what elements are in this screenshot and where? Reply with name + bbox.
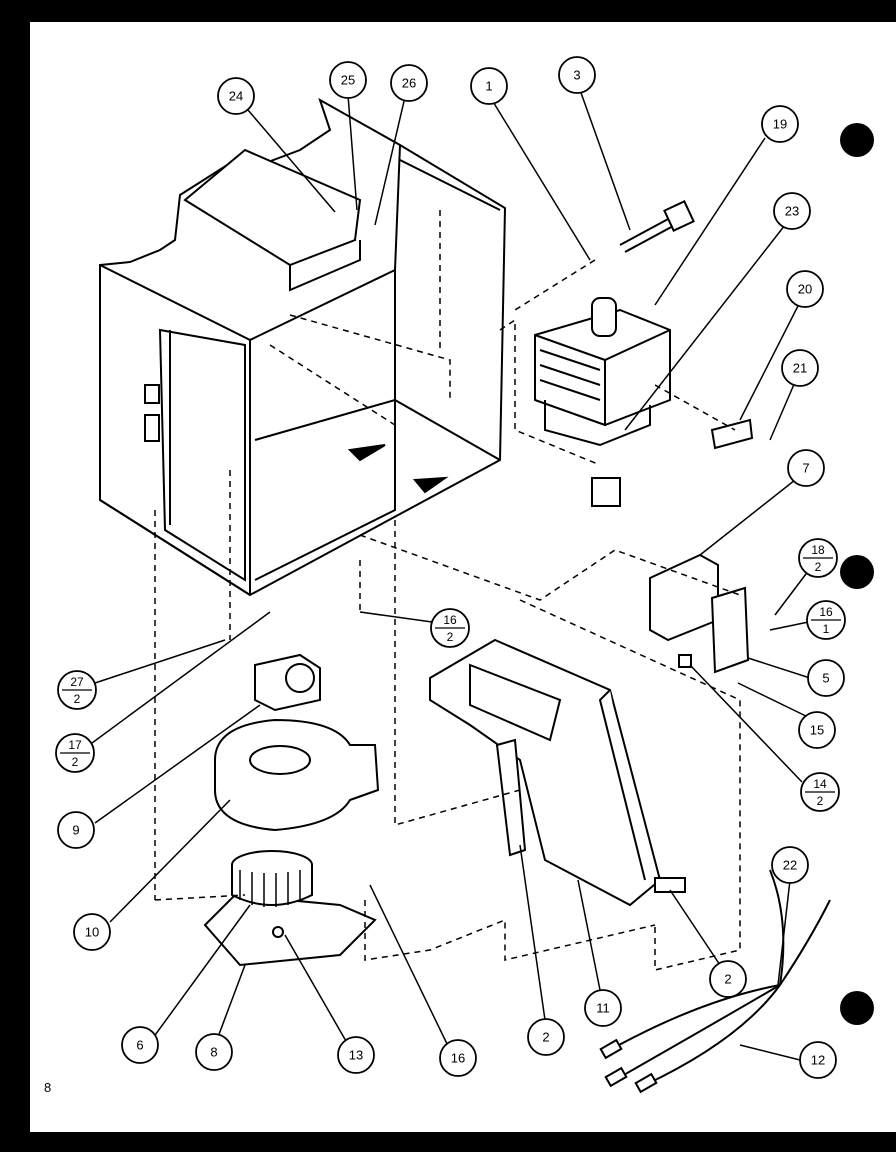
fraction-bottom: 2	[817, 794, 824, 808]
callout-label: 6	[136, 1038, 143, 1053]
air-duct	[429, 638, 686, 907]
callout-label: 2	[542, 1030, 549, 1045]
callout-label: 16	[451, 1051, 465, 1066]
control-bracket	[649, 553, 750, 674]
callout-23: 23	[773, 192, 811, 230]
wire-harness	[599, 869, 831, 1094]
callout-16: 16	[439, 1039, 477, 1077]
fraction-bottom: 2	[74, 692, 81, 706]
fraction-top: 17	[68, 738, 82, 752]
fraction-bottom: 1	[823, 622, 830, 636]
callout-label: 3	[573, 68, 580, 83]
callout-6: 6	[121, 1026, 159, 1064]
registration-dot	[840, 555, 874, 589]
fraction-top: 16	[819, 605, 833, 619]
fraction-callout-16-1: 161	[806, 600, 846, 640]
callout-label: 21	[793, 361, 807, 376]
callout-label: 8	[210, 1045, 217, 1060]
callout-10: 10	[73, 913, 111, 951]
callout-label: 12	[811, 1053, 825, 1068]
callout-label: 20	[798, 282, 812, 297]
callout-1: 1	[470, 67, 508, 105]
registration-dot	[840, 991, 874, 1025]
callout-label: 26	[402, 76, 416, 91]
callout-15: 15	[798, 711, 836, 749]
callout-5: 5	[807, 659, 845, 697]
callout-label: 5	[822, 671, 829, 686]
callout-label: 19	[773, 117, 787, 132]
fraction-callout-17-2: 172	[55, 733, 95, 773]
fraction-bottom: 2	[72, 755, 79, 769]
power-cord-plug	[619, 200, 695, 253]
fraction-callout-14-2: 142	[800, 772, 840, 812]
callout-label: 25	[341, 73, 355, 88]
thermal-cutout	[591, 477, 621, 507]
fan-housing	[214, 718, 380, 832]
callout-label: 24	[229, 89, 243, 104]
callout-20: 20	[786, 270, 824, 308]
callout-2-right: 2	[709, 960, 747, 998]
blower-wheel	[203, 850, 377, 967]
callout-label: 9	[72, 823, 79, 838]
callout-label: 13	[349, 1048, 363, 1063]
callout-22: 22	[771, 846, 809, 884]
callout-9: 9	[57, 811, 95, 849]
fraction-top: 16	[443, 613, 457, 627]
callout-19: 19	[761, 105, 799, 143]
callout-12: 12	[799, 1041, 837, 1079]
callout-label: 22	[783, 858, 797, 873]
callout-13: 13	[337, 1036, 375, 1074]
cabinet-frame	[99, 97, 507, 597]
callout-label: 23	[785, 204, 799, 219]
callout-label: 11	[596, 1001, 610, 1016]
assembly-lines	[154, 210, 741, 971]
registration-dot	[840, 123, 874, 157]
callout-label: 10	[85, 925, 99, 940]
leader-lines	[91, 89, 819, 1061]
fraction-callout-27-2: 272	[57, 670, 97, 710]
fan-motor	[254, 653, 321, 712]
callout-24: 24	[217, 77, 255, 115]
callout-label: 7	[802, 461, 809, 476]
callout-26: 26	[390, 64, 428, 102]
page-number: 8	[44, 1080, 52, 1095]
callout-label: 15	[810, 723, 824, 738]
fraction-bottom: 2	[447, 630, 454, 644]
callout-8: 8	[195, 1033, 233, 1071]
fraction-bottom: 2	[815, 560, 822, 574]
fraction-callout-18-2: 182	[798, 538, 838, 578]
fraction-top: 18	[811, 543, 825, 557]
callout-2-left: 2	[527, 1018, 565, 1056]
callout-label: 2	[724, 972, 731, 987]
magnetron	[534, 297, 671, 447]
callout-11: 11	[584, 989, 622, 1027]
fraction-callout-16-2: 162	[430, 608, 470, 648]
fraction-top: 14	[813, 777, 827, 791]
fraction-top: 27	[70, 675, 84, 689]
callout-21: 21	[781, 349, 819, 387]
fuse-holder	[710, 418, 754, 450]
callout-label: 1	[485, 79, 492, 94]
callout-7: 7	[787, 449, 825, 487]
callout-3: 3	[558, 56, 596, 94]
callout-25: 25	[329, 61, 367, 99]
